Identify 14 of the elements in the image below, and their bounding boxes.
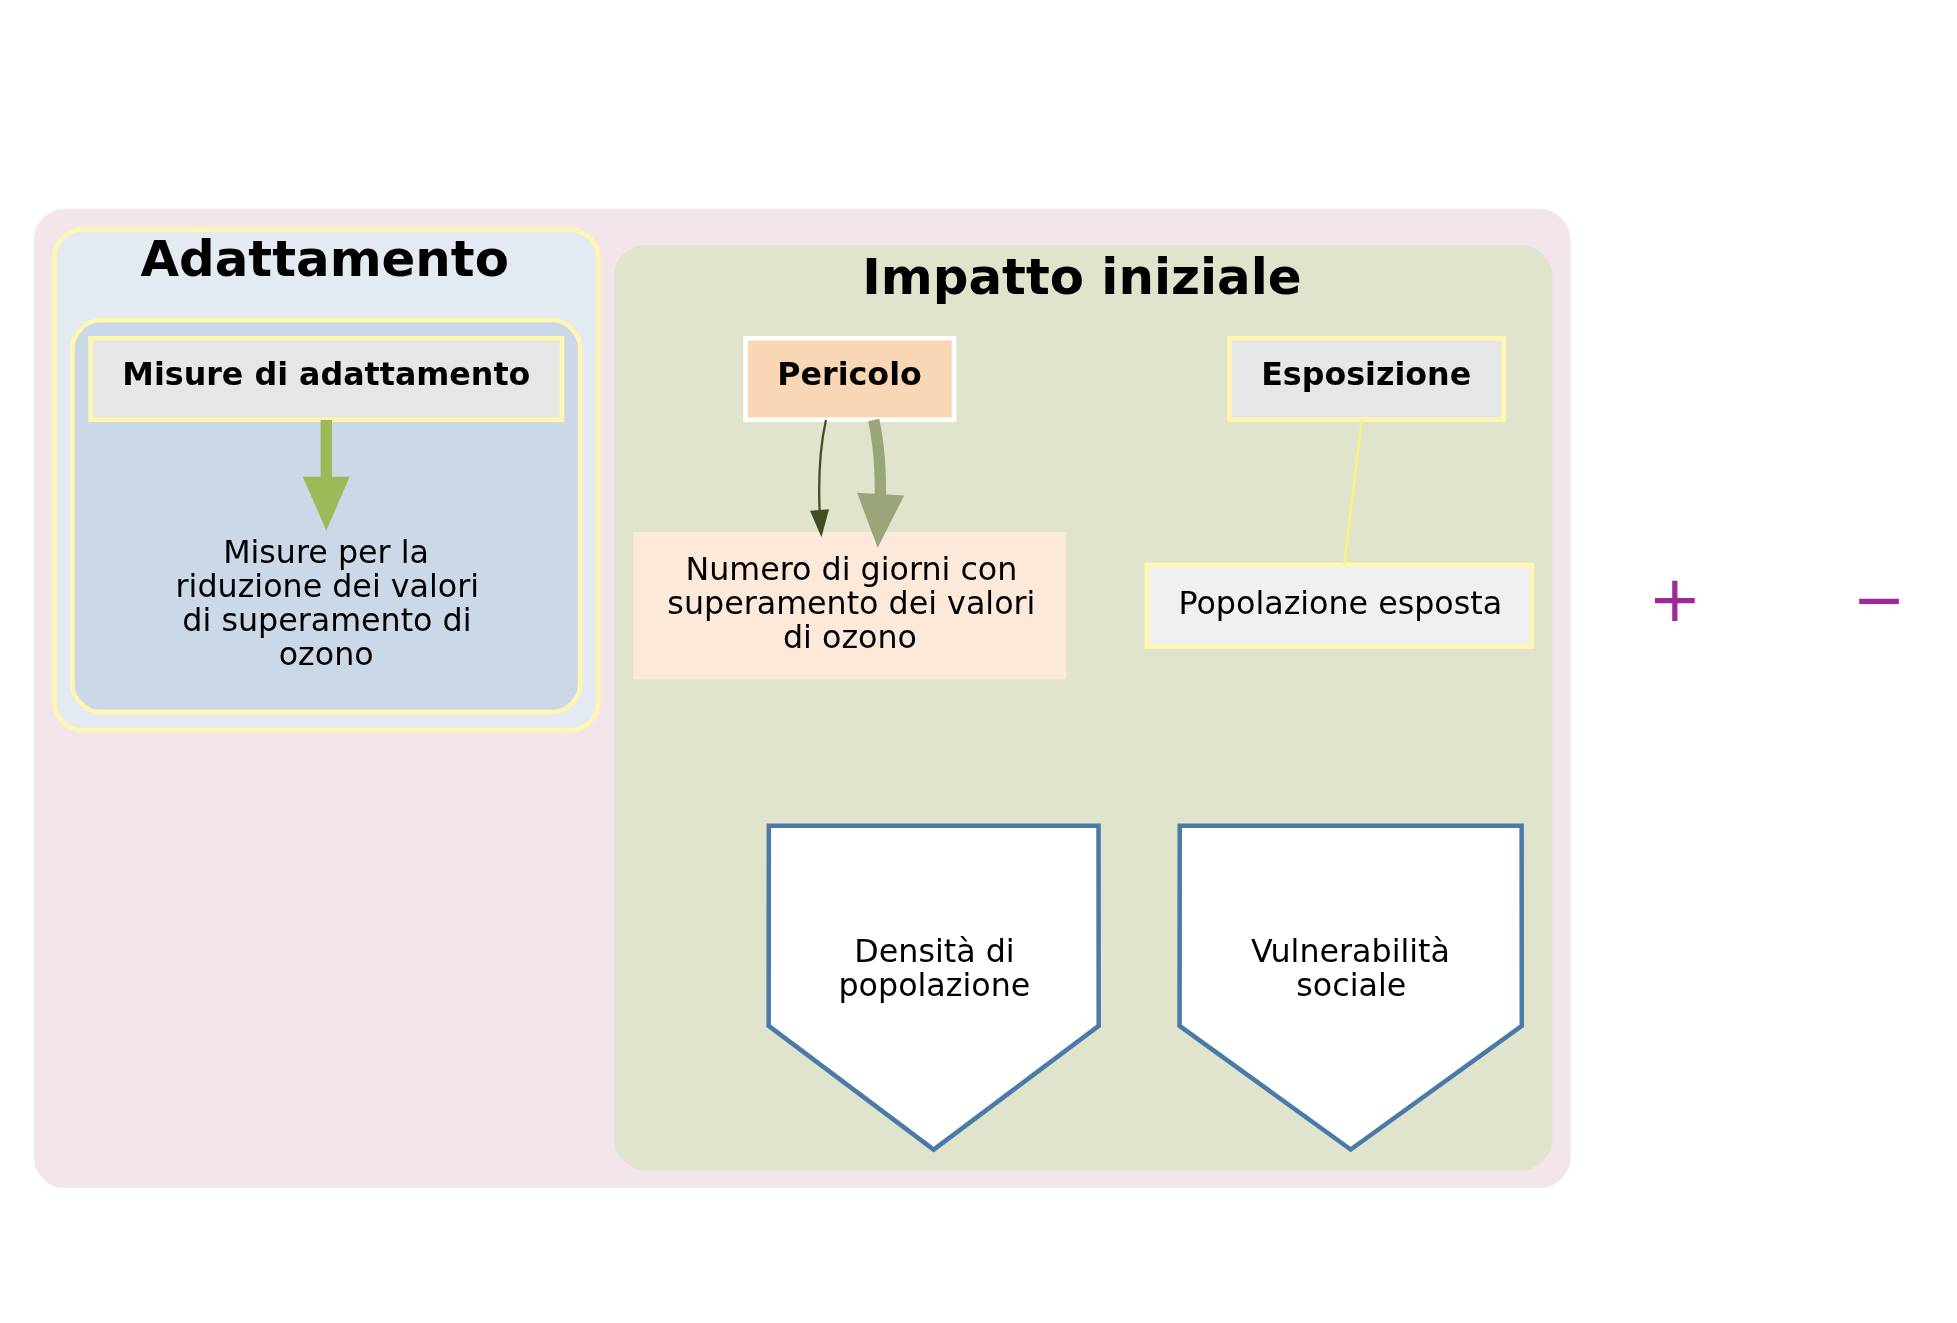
- node-box: Misure di adattamento: [87, 335, 564, 423]
- node-text: Misure per la riduzione dei valori di superamento di ozono: [175, 534, 479, 672]
- cluster: [69, 317, 582, 715]
- cluster: [33, 209, 1570, 1189]
- label: +: [1647, 562, 1701, 637]
- node-box: Pericolo: [742, 335, 956, 423]
- node-box: Numero di giorni con superamento dei valori di ozono: [632, 531, 1066, 680]
- arrow: [856, 418, 904, 548]
- connector: [1342, 419, 1363, 565]
- node-box: Popolazione esposta: [1143, 562, 1534, 649]
- arrow: [809, 419, 829, 538]
- arrow: [302, 419, 350, 531]
- node-box: Esposizione: [1226, 335, 1506, 423]
- label: −: [1851, 562, 1905, 637]
